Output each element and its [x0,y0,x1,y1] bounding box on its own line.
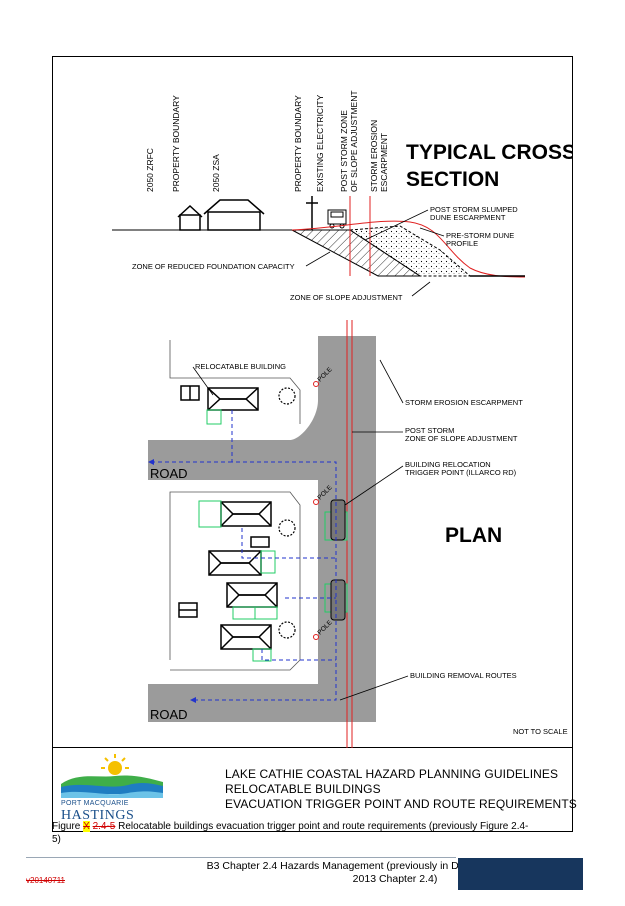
label-post-storm-zone: POST STORM ZONE [339,110,349,192]
removal-routes-label: BUILDING REMOVAL ROUTES [410,671,517,680]
road-label-lower: ROAD [150,707,188,722]
house-small [177,204,203,231]
building-lower-4 [220,624,272,650]
slope-adjustment-zone [348,225,472,277]
label-property-boundary-2: PROPERTY BOUNDARY [293,95,303,192]
figure-drawing: 2050 ZRFC PROPERTY BOUNDARY 2050 ZSA PRO… [112,90,573,748]
footer-navy-box [458,858,583,890]
relocatable-building-label: RELOCATABLE BUILDING [195,362,286,371]
logo-graphic [61,754,163,798]
label-storm-erosion: STORM EROSION [369,120,379,192]
label-escarpment: ESCARPMENT [379,133,389,192]
road-label-upper: ROAD [150,466,188,481]
route-arrow-lower [190,697,196,703]
road-upper [148,400,318,480]
post-storm-slumped-1: POST STORM SLUMPED [430,205,518,214]
caption-text: Relocatable buildings evacuation trigger… [52,821,529,845]
plan-vehicles [330,499,346,621]
building-lower-1 [220,501,272,527]
plan-title: PLAN [445,524,502,547]
poles [313,381,319,640]
label-of-slope-adjustment: OF SLOPE ADJUSTMENT [349,90,359,192]
pre-storm-profile-2: PROFILE [446,239,478,248]
building-upper [207,387,259,411]
title-block: PORT MACQUARIE HASTINGS LAKE CATHIE COAS… [52,748,577,832]
drawing-frame [52,56,573,748]
footer-line-2: 2013 Chapter 2.4) [352,873,438,885]
logo-text-port-macquarie: PORT MACQUARIE [61,800,129,807]
shed-small [250,536,270,548]
relocation-trigger-label-2: TRIGGER POINT (ILLARCO RD) [405,468,517,477]
reduced-foundation-label: ZONE OF REDUCED FOUNDATION CAPACITY [132,262,295,271]
cross-section-title-1: TYPICAL CROSS [406,141,573,164]
storm-erosion-label: STORM EROSION ESCARPMENT [405,398,523,407]
cross-section-title-2: SECTION [406,168,499,191]
label-existing-electricity: EXISTING ELECTRICITY [315,94,325,192]
electricity-pole [306,196,318,230]
label-2050-zrfc: 2050 ZRFC [145,148,155,192]
buildings [178,385,278,650]
trees [278,387,296,639]
caption-prefix: Figure [52,821,84,832]
pre-storm-profile-1: PRE-STORM DUNE [446,231,514,240]
plan: ROAD ROAD [148,320,568,748]
not-to-scale-label: NOT TO SCALE [513,727,568,736]
title-block-line-1: LAKE CATHIE COASTAL HAZARD PLANNING GUID… [225,767,559,781]
road-lower [148,684,318,722]
removal-routes [152,410,337,701]
building-lower-3 [226,582,278,608]
label-property-boundary-1: PROPERTY BOUNDARY [171,95,181,192]
footer-text: B3 Chapter 2.4 Hazards Management (previ… [190,860,490,886]
post-storm-slumped-2: DUNE ESCARPMENT [430,213,506,222]
building-lower-2 [208,550,262,576]
slope-adjustment-label: ZONE OF SLOPE ADJUSTMENT [290,293,403,302]
caption-x-mark: X [83,821,90,832]
logo-text-hastings: HASTINGS [61,808,135,823]
footer-line-1: B3 Chapter 2.4 Hazards Management (previ… [206,860,474,872]
figure-caption: Figure X 2.4-5 Relocatable buildings eva… [52,820,532,846]
label-2050-zsa: 2050 ZSA [211,154,221,192]
house-large [203,199,265,231]
footer-divider [26,857,456,858]
title-block-line-2: RELOCATABLE BUILDINGS [225,782,381,796]
cross-section: 2050 ZRFC PROPERTY BOUNDARY 2050 ZSA PRO… [112,90,573,302]
caption-old-number: 2.4-5 [92,821,116,832]
post-storm-label-1: POST STORM [405,426,454,435]
route-arrow-upper [148,459,154,465]
relocation-trigger-label-1: BUILDING RELOCATION [405,460,491,469]
lower-lots [169,491,301,671]
title-block-line-3: EVACUATION TRIGGER POINT AND ROUTE REQUI… [225,797,577,811]
upper-lots [169,340,301,424]
post-storm-label-2: ZONE OF SLOPE ADJUSTMENT [405,434,518,443]
council-logo: PORT MACQUARIE HASTINGS [53,754,173,832]
footer-version: v20140711 [26,876,65,885]
